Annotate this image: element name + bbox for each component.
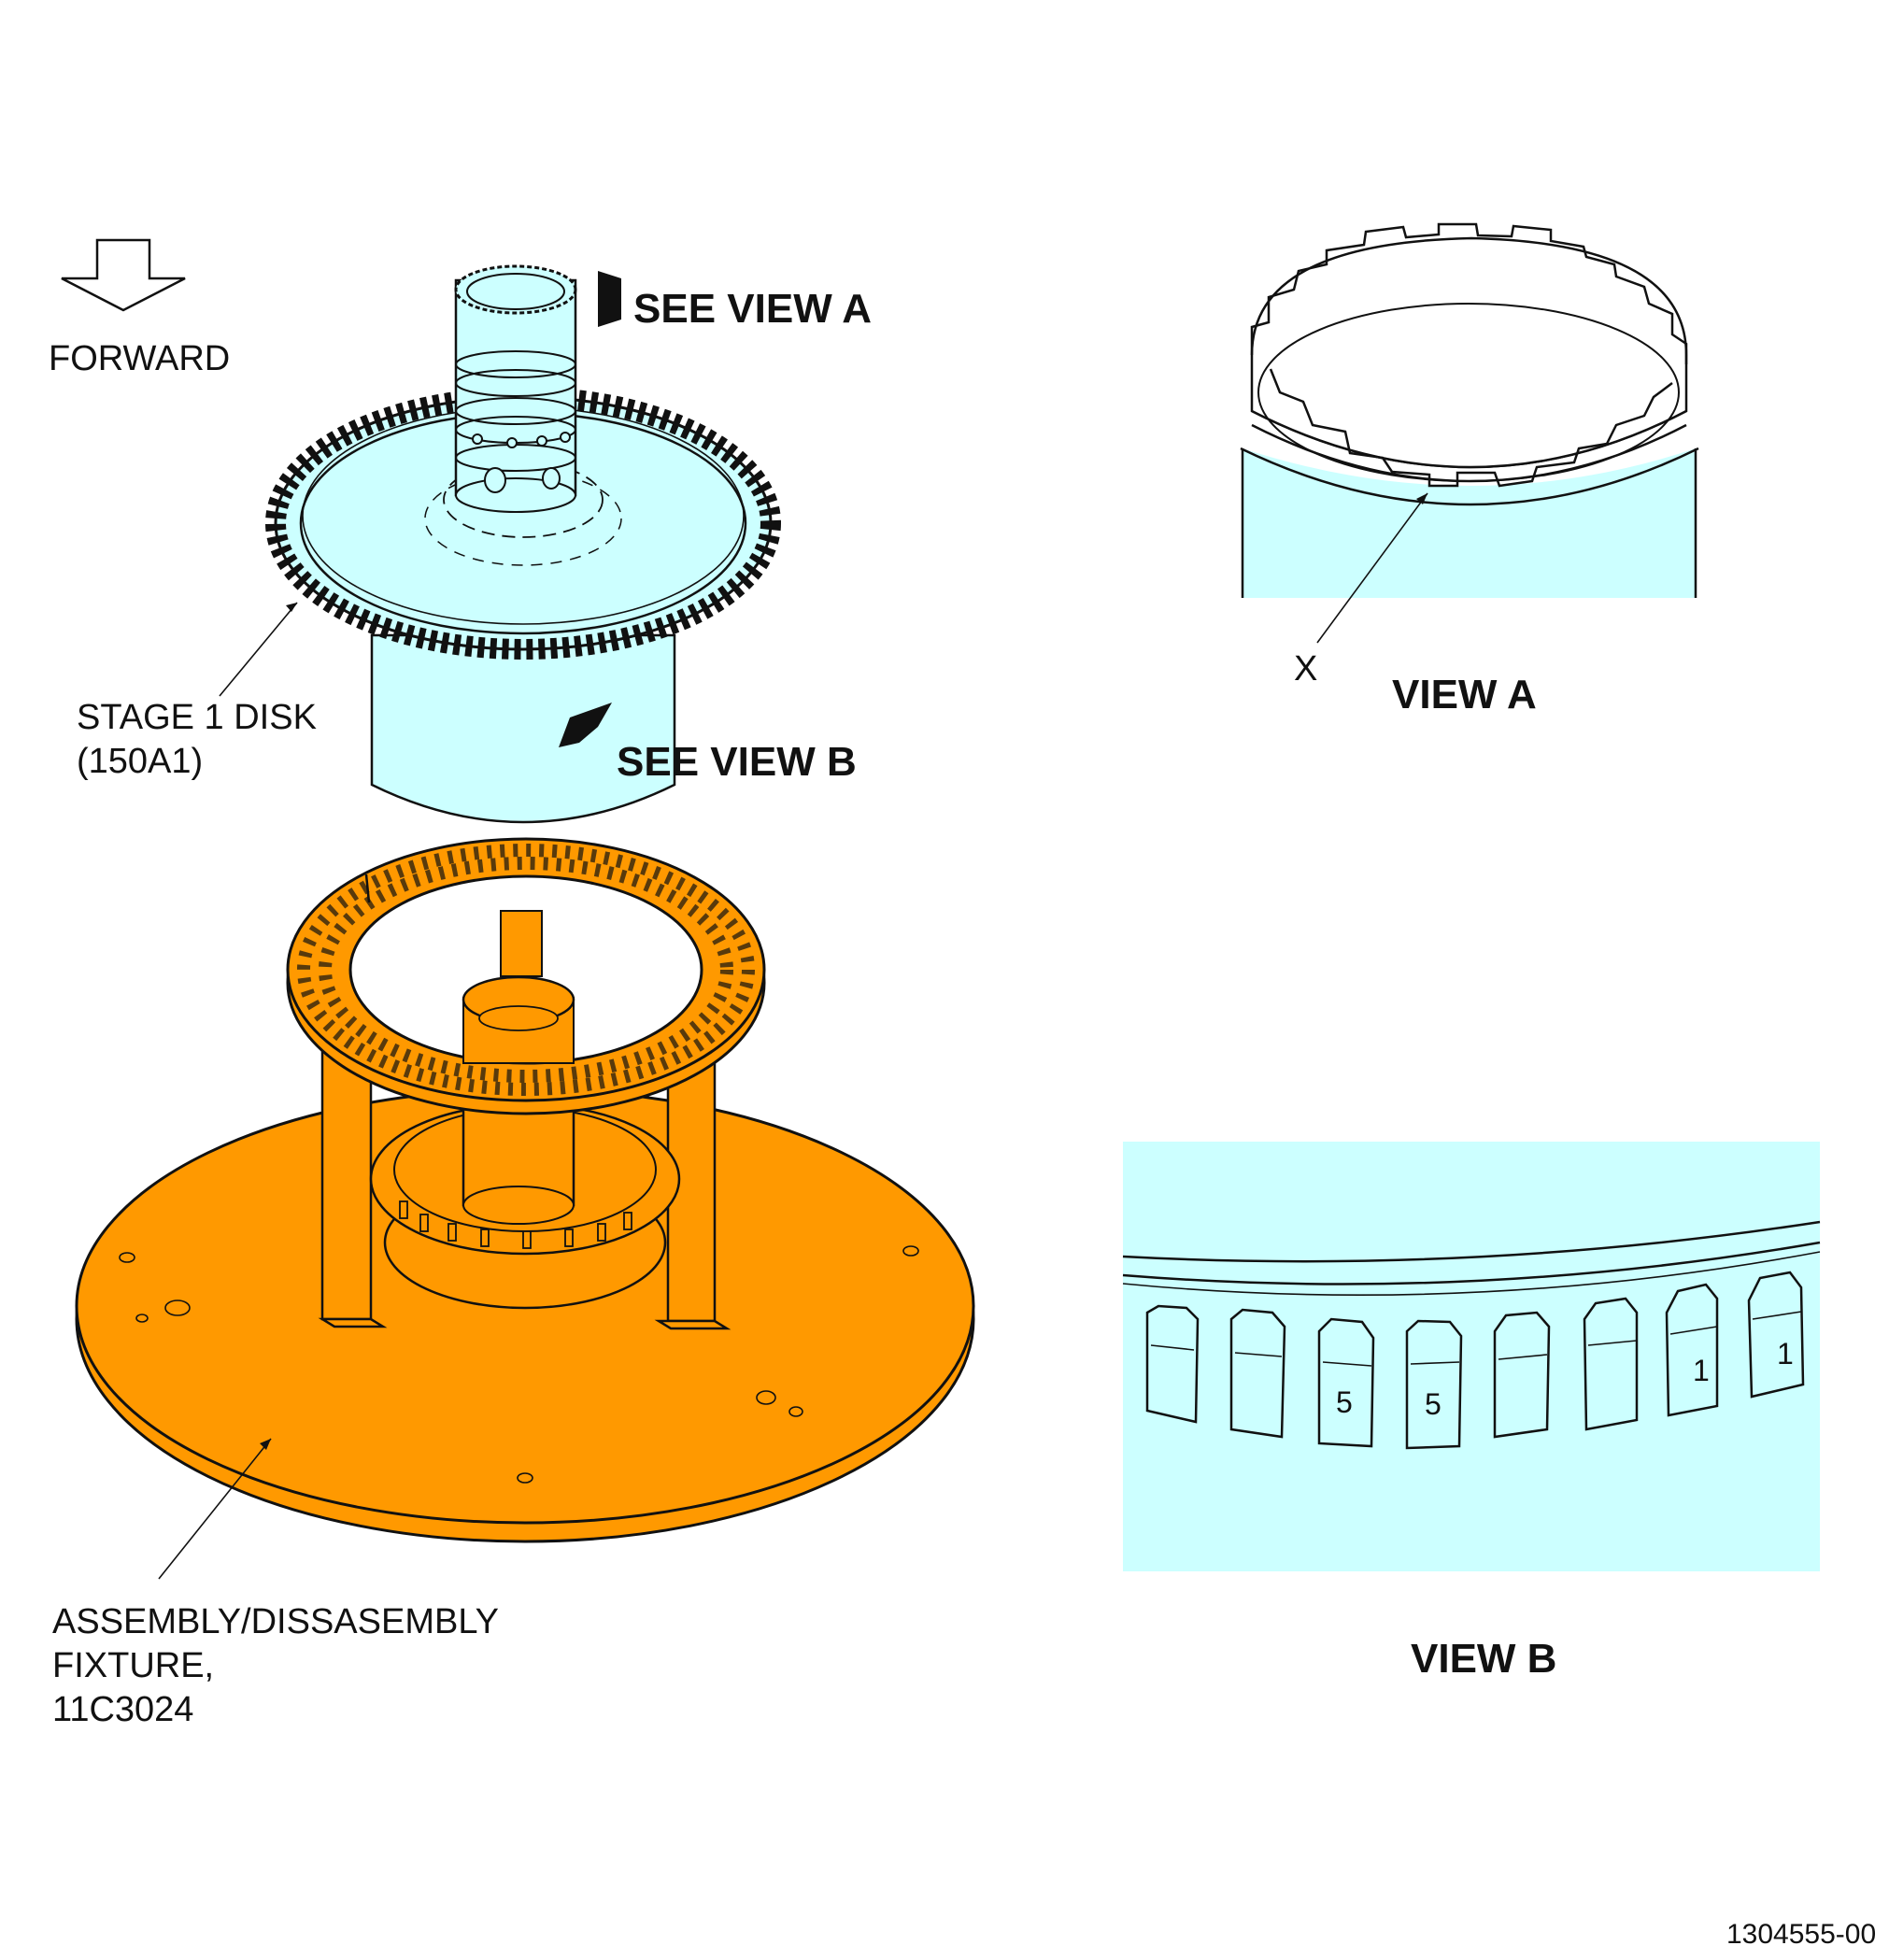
view-b-title: VIEW B [1411, 1636, 1556, 1682]
blade-mark-3: 1 [1693, 1354, 1710, 1387]
fixture-drawing [75, 837, 975, 1543]
view-b-detail: 5 5 1 1 [1122, 1142, 1821, 1571]
fixture-label-line1: ASSEMBLY/DISSASEMBLY [52, 1602, 499, 1641]
fixture-label-line3: 11C3024 [52, 1690, 193, 1729]
view-a-title: VIEW A [1392, 672, 1537, 717]
see-view-b-arrow-icon [559, 703, 612, 747]
view-a-callout-x: X [1294, 649, 1317, 689]
fixture-label-line2: FIXTURE, [52, 1646, 214, 1685]
see-view-a-arrow-icon [598, 271, 621, 327]
stage1-disk-drawing [265, 264, 781, 824]
view-a-leader [1316, 492, 1428, 644]
see-view-a-label: SEE VIEW A [633, 286, 872, 332]
stage1-disk-label-line1: STAGE 1 DISK [77, 698, 317, 737]
stage1-disk-label-line2: (150A1) [77, 742, 203, 781]
blade-mark-2: 5 [1425, 1387, 1442, 1421]
forward-label: FORWARD [49, 339, 230, 378]
blade-mark-4: 1 [1777, 1337, 1794, 1371]
forward-arrow-icon [61, 238, 186, 312]
figure-id: 1304555-00 [1726, 1919, 1876, 1950]
stage1-disk-leader [219, 602, 298, 697]
fixture-leader [158, 1438, 272, 1580]
blade-mark-1: 5 [1336, 1385, 1353, 1419]
see-view-b-label: SEE VIEW B [617, 739, 857, 785]
view-a-detail [1240, 222, 1699, 598]
